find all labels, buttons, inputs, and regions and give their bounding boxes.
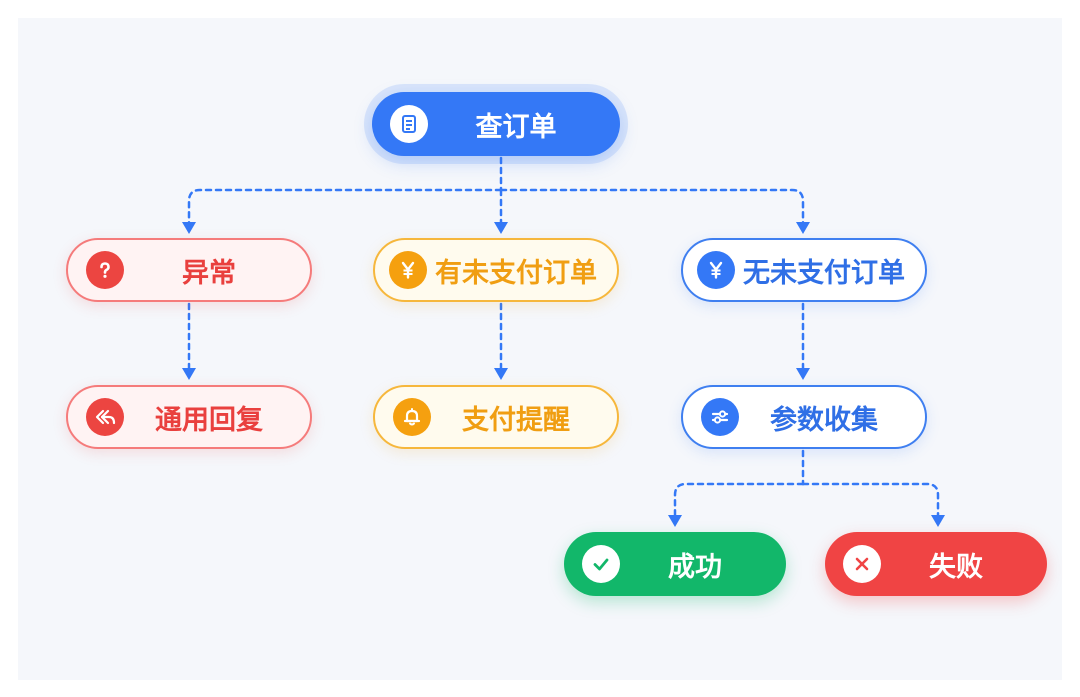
node-generic-reply[interactable]: 通用回复 [66,385,312,449]
node-label: 通用回复 [155,404,263,436]
connector-collect-to-failure [801,482,940,520]
node-label: 有未支付订单 [435,257,597,289]
connector-root-to-exception [187,188,503,228]
node-has-unpaid-order[interactable]: 有未支付订单 [373,238,619,302]
reply-all-icon [86,398,124,436]
arrowhead [494,368,508,380]
order-list-icon [390,105,428,143]
connector-collect-to-success [673,482,805,520]
node-label: 成功 [668,551,722,583]
question-icon [86,251,124,289]
node-label: 参数收集 [770,404,878,436]
arrowhead [931,515,945,527]
check-icon [582,545,620,583]
node-label: 查订单 [475,111,557,143]
arrowhead [182,368,196,380]
arrowhead [494,222,508,234]
node-exception[interactable]: 异常 [66,238,312,302]
connector-root-to-no-unpaid [499,188,805,228]
sliders-icon [701,398,739,436]
bell-icon [393,398,431,436]
node-check-order[interactable]: 查订单 [372,92,620,156]
yen-icon [697,251,735,289]
node-label: 异常 [182,257,236,289]
node-label: 无未支付订单 [743,257,905,289]
node-payment-reminder[interactable]: 支付提醒 [373,385,619,449]
close-icon [843,545,881,583]
arrowhead [668,515,682,527]
node-success[interactable]: 成功 [564,532,786,596]
node-label: 支付提醒 [462,404,570,436]
node-failure[interactable]: 失败 [825,532,1047,596]
arrowhead [796,222,810,234]
node-parameter-collection[interactable]: 参数收集 [681,385,927,449]
arrowhead [796,368,810,380]
arrowhead [182,222,196,234]
node-label: 失败 [929,551,983,583]
yen-icon [389,251,427,289]
node-no-unpaid-order[interactable]: 无未支付订单 [681,238,927,302]
